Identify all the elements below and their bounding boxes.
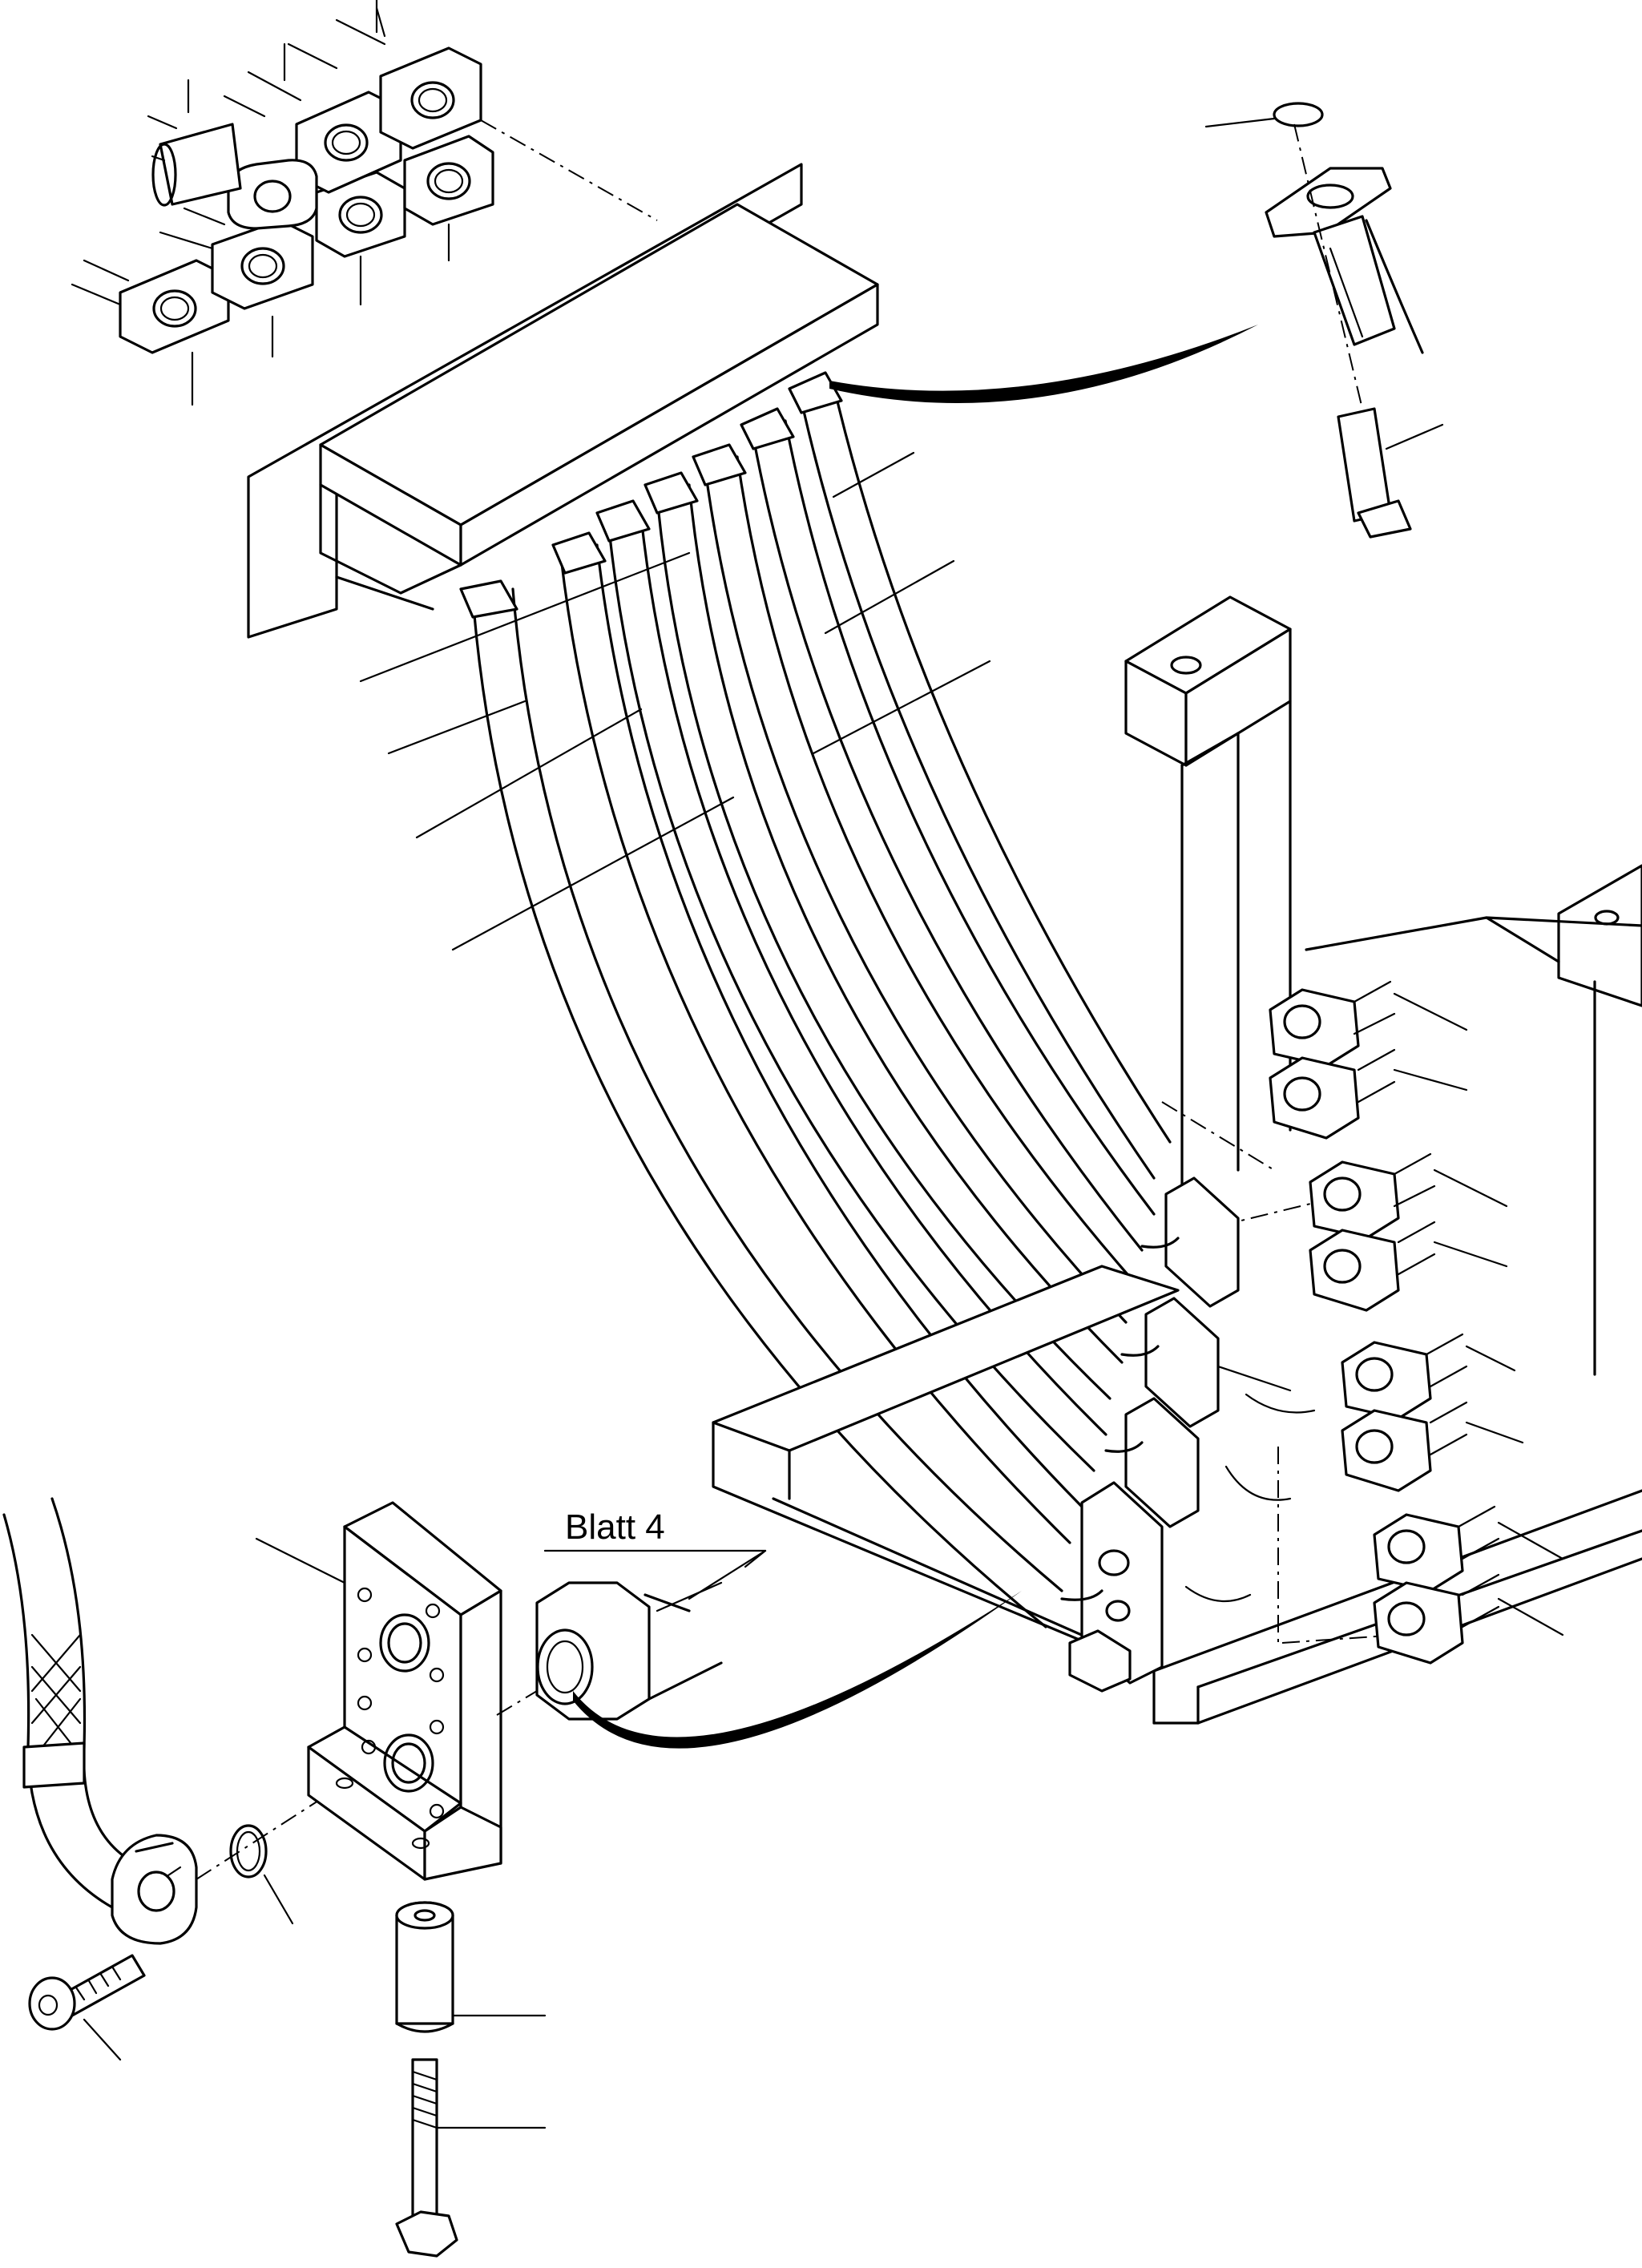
detail-bottom-left: Blatt 4 [2, 1497, 1022, 2258]
support-frame-right [712, 595, 1642, 1725]
sleeve-bolt-top-right [1337, 407, 1392, 523]
o-ring-top [1273, 102, 1324, 127]
hose-6 [740, 407, 1156, 1252]
hose-1 [459, 579, 1063, 1628]
sheet-reference-label: Blatt 4 [565, 1507, 665, 1547]
flange-pairs-right [1269, 980, 1564, 1665]
flange-head-top-right [1265, 167, 1392, 238]
detail-callout-arrow-top [829, 325, 1258, 403]
flange-cluster-top-left [71, 0, 658, 406]
flange-plate-2 [211, 219, 314, 310]
hose-7 [788, 371, 1172, 1180]
spacer-sleeve [395, 1901, 547, 2033]
flange-bracket-assembly [247, 163, 879, 639]
flange-pair-2 [1309, 1152, 1508, 1312]
manifold-plates [1060, 1176, 1240, 1693]
flange-adapter [496, 1581, 723, 1721]
detail-callout-arrow-bottom [573, 1591, 1022, 1749]
detail-hose-end [829, 102, 1444, 539]
mounting-plate [255, 1501, 502, 1881]
hose-fitting-cylinder [151, 123, 242, 207]
detail-hose [2, 1497, 130, 1909]
flange-plate-1 [119, 259, 230, 354]
o-ring-bottom [229, 1824, 268, 1879]
flange-pair-3 [1341, 1333, 1524, 1492]
hydraulic-hose-bundle [359, 371, 1172, 1628]
flange-plate-4 [403, 135, 494, 226]
flange-pair-4 [1373, 1505, 1564, 1665]
detail-split-flange [111, 1834, 198, 1945]
flange-split-small [227, 159, 318, 230]
hex-bolt-bottom [395, 2058, 547, 2258]
hose-5 [692, 443, 1140, 1324]
socket-cap-screw [28, 1954, 146, 2061]
hose-4 [643, 471, 1124, 1400]
flange-plate-6 [379, 46, 482, 150]
flange-pair-1 [1269, 980, 1468, 1140]
